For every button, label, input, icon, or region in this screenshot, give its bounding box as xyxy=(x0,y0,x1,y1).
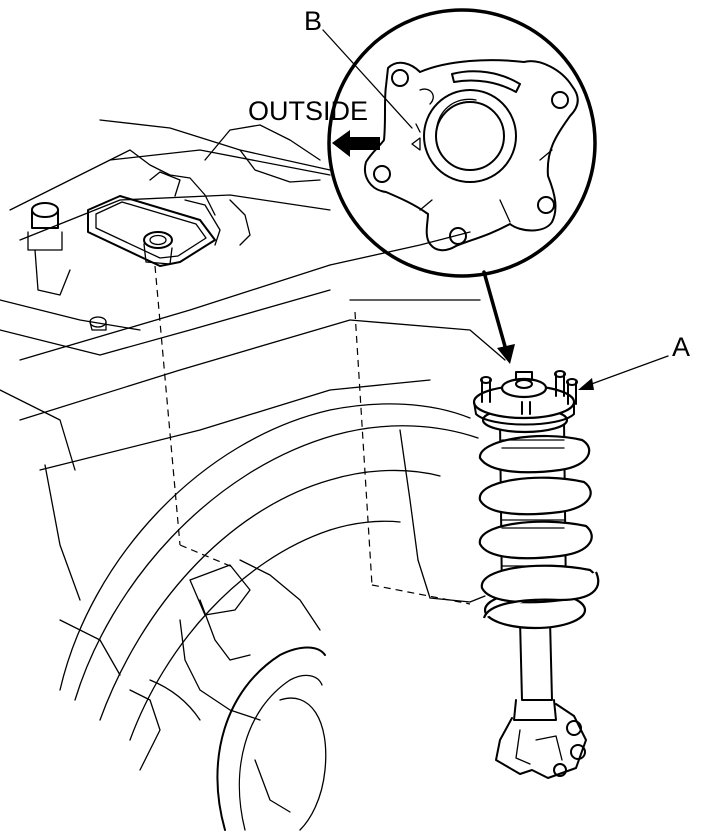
arrow-left-icon xyxy=(332,130,380,157)
callout-a-leader xyxy=(585,355,669,387)
lower-suspension xyxy=(59,559,327,831)
wheel-well xyxy=(59,265,486,741)
callout-a-arrowhead xyxy=(578,378,594,390)
connector-arrow-shaft xyxy=(482,270,508,352)
connector-arrow-head xyxy=(497,344,515,364)
detail-circle xyxy=(327,8,597,278)
vehicle-body xyxy=(0,119,506,601)
callout-b-leader xyxy=(322,29,413,129)
strut-assembly xyxy=(472,370,600,779)
callout-a: A xyxy=(672,332,690,362)
outside-label: OUTSIDE xyxy=(248,96,368,126)
callout-b: B xyxy=(304,6,322,36)
